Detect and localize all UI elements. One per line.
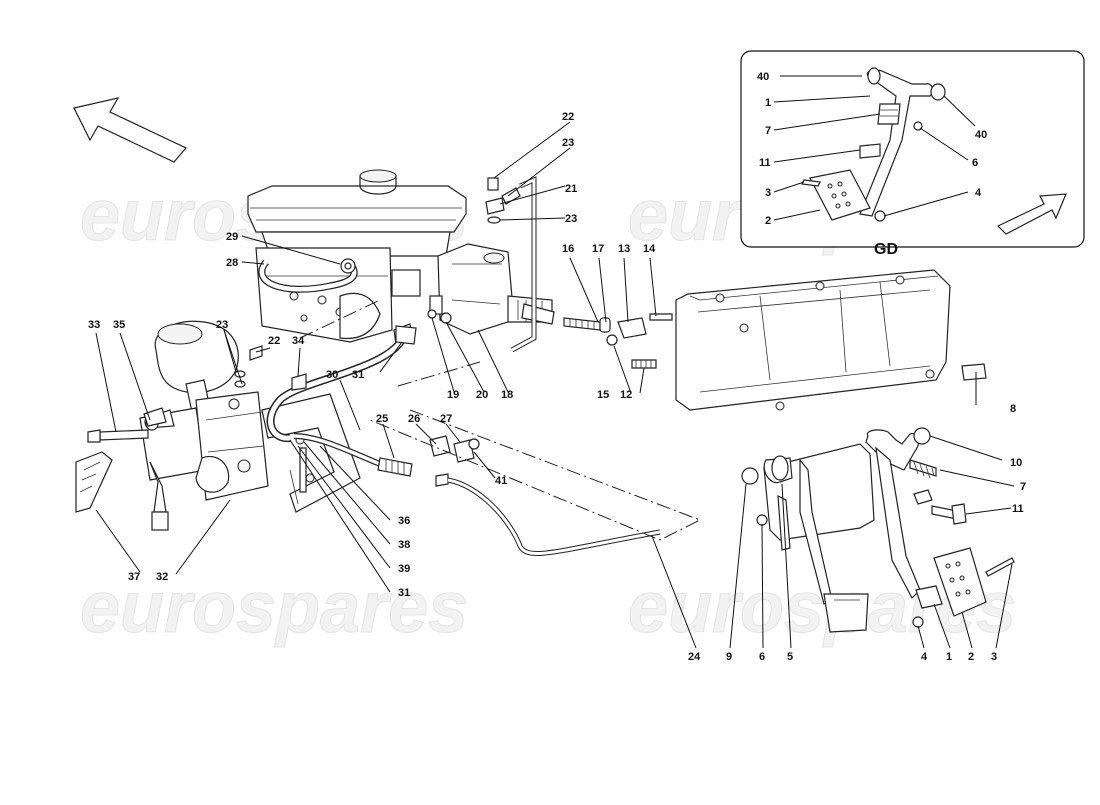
callout-5: 5 [787, 651, 793, 663]
bracket-36 [261, 393, 361, 513]
callout-20: 20 [476, 389, 488, 401]
callout-11: 11 [1012, 503, 1024, 515]
clamp-29 [340, 258, 356, 274]
dash-dot-group-24 [369, 409, 702, 541]
callout-inset-11: 11 [759, 157, 771, 169]
callout-31b: 31 [398, 587, 410, 599]
inset-detail-gd: GD [740, 50, 1085, 258]
callout-4: 4 [921, 651, 928, 663]
inset-direction-arrow-icon [996, 193, 1067, 235]
callout-29: 29 [226, 231, 238, 243]
callout-23b: 23 [565, 213, 577, 225]
pedal-box [741, 427, 1015, 633]
callout-36: 36 [398, 515, 410, 527]
callout-inset-4: 4 [975, 187, 982, 199]
callout-21: 21 [565, 183, 577, 195]
callout-28: 28 [226, 257, 238, 269]
callout-16: 16 [562, 243, 574, 255]
dash-dot-leaders [299, 299, 481, 387]
inset-title: GD [874, 241, 898, 258]
transmission-housing [675, 269, 987, 411]
callout-30: 30 [326, 369, 338, 381]
callout-38: 38 [398, 539, 410, 551]
callout-17: 17 [592, 243, 604, 255]
brake-pipe-22 [485, 176, 537, 353]
callout-inset-1: 1 [765, 97, 771, 109]
callout-26: 26 [408, 413, 420, 425]
callout-23a: 23 [562, 137, 574, 149]
accumulator-sphere [154, 320, 239, 413]
callout-22b: 22 [268, 335, 280, 347]
callout-12: 12 [620, 389, 632, 401]
callout-35: 35 [113, 319, 125, 331]
callout-32: 32 [156, 571, 168, 583]
master-cylinder [429, 243, 555, 335]
callout-10: 10 [1010, 457, 1022, 469]
callout-3: 3 [991, 651, 997, 663]
callout-13: 13 [618, 243, 630, 255]
callout-2: 2 [968, 651, 974, 663]
callout-inset-40b: 40 [975, 129, 987, 141]
pump-motor-unit [87, 391, 269, 531]
callout-25: 25 [376, 413, 388, 425]
callout-9: 9 [726, 651, 732, 663]
callout-inset-3: 3 [765, 187, 771, 199]
callout-37: 37 [128, 571, 140, 583]
hose-30 [266, 325, 417, 477]
callout-24: 24 [688, 651, 701, 663]
watermark-bottom-left: eurospares [80, 568, 468, 648]
leader-lines [95, 75, 1015, 649]
callout-39: 39 [398, 563, 410, 575]
callout-22: 22 [562, 111, 574, 123]
callout-34: 34 [292, 335, 305, 347]
callout-7: 7 [1020, 481, 1026, 493]
callout-inset-2: 2 [765, 215, 771, 227]
hose-28 [258, 259, 358, 293]
callout-labels: 40 1 7 11 3 2 40 6 4 22 23 21 23 16 17 1… [88, 71, 1026, 663]
callout-19: 19 [447, 389, 459, 401]
callout-27: 27 [440, 413, 452, 425]
callout-inset-7: 7 [765, 125, 771, 137]
callout-6: 6 [759, 651, 765, 663]
callout-inset-40a: 40 [757, 71, 769, 83]
callout-23c: 23 [216, 319, 228, 331]
callout-8: 8 [1010, 403, 1016, 415]
callout-15: 15 [597, 389, 609, 401]
callout-18: 18 [501, 389, 513, 401]
callout-41: 41 [495, 475, 507, 487]
small-parts-left [75, 345, 307, 513]
direction-arrow-icon [73, 97, 187, 163]
clutch-line-fittings [429, 435, 661, 556]
callout-33: 33 [88, 319, 100, 331]
callout-14: 14 [643, 243, 656, 255]
callout-1: 1 [946, 651, 952, 663]
callout-inset-6: 6 [972, 157, 978, 169]
callout-31a: 31 [352, 369, 364, 381]
